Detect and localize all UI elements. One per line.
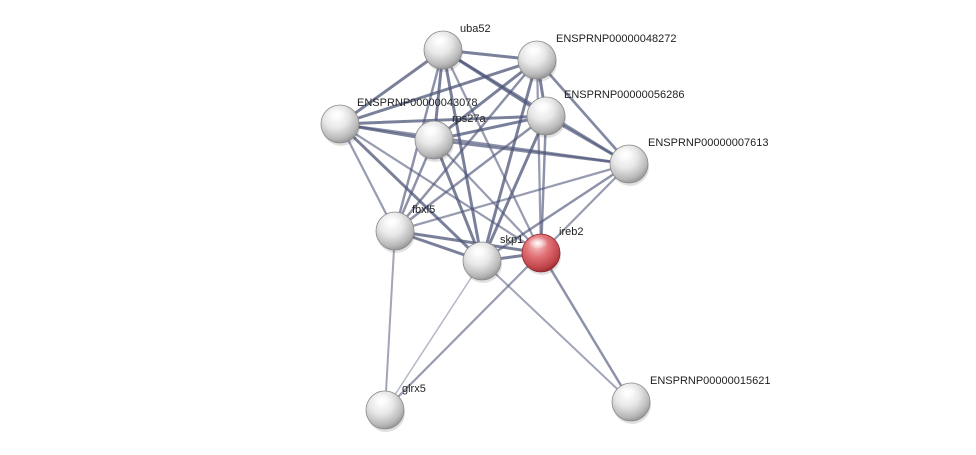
node-label-glrx5: glrx5 [402, 383, 426, 395]
node-ENSPRNP00000048272[interactable]: ENSPRNP00000048272 [517, 33, 676, 82]
node-label-fbxl5: fbxl5 [412, 204, 435, 216]
edge-ENSPRNP00000056286-ireb2[interactable] [539, 114, 548, 255]
edge-fbxl5-ireb2[interactable] [393, 229, 543, 255]
edge-ENSPRNP00000043078-fbxl5[interactable] [338, 122, 397, 233]
sphere-highlight [618, 386, 638, 398]
edge-uba52-skp1[interactable] [441, 48, 484, 263]
edge-ENSPRNP00000043078-ENSPRNP00000056286[interactable] [338, 114, 548, 126]
node-label-rps27a: rps27a [452, 113, 487, 125]
sphere-highlight [382, 215, 402, 227]
edge-ENSPRNP00000048272-ireb2[interactable] [535, 58, 543, 255]
edge-ENSPRNP00000048272-ENSPRNP00000043078[interactable] [338, 58, 539, 126]
sphere-highlight [533, 100, 553, 112]
node-label-skp1: skp1 [500, 234, 523, 246]
sphere-highlight [421, 124, 441, 136]
sphere-highlight [327, 108, 347, 120]
node-skp1[interactable]: skp1 [462, 234, 523, 283]
node-label-ENSPRNP00000056286: ENSPRNP00000056286 [564, 89, 684, 101]
edges-layer [338, 48, 633, 412]
edge-ireb2-ENSPRNP00000015621[interactable] [539, 251, 633, 404]
node-label-ENSPRNP00000015621: ENSPRNP00000015621 [650, 375, 770, 387]
edge-ENSPRNP00000048272-skp1[interactable] [480, 58, 539, 263]
node-ENSPRNP00000056286[interactable]: ENSPRNP00000056286 [526, 89, 684, 138]
edge-skp1-ENSPRNP00000015621[interactable] [481, 260, 632, 403]
node-ENSPRNP00000015621[interactable]: ENSPRNP00000015621 [611, 375, 770, 424]
edge-ENSPRNP00000048272-rps27a[interactable] [432, 58, 539, 142]
node-label-ENSPRNP00000007613: ENSPRNP00000007613 [648, 137, 768, 149]
sphere-highlight [469, 245, 489, 257]
node-label-ENSPRNP00000048272: ENSPRNP00000048272 [556, 33, 676, 45]
sphere-highlight [524, 44, 544, 56]
node-ENSPRNP00000043078[interactable]: ENSPRNP00000043078 [320, 97, 477, 146]
edge-ENSPRNP00000048272-ENSPRNP00000007613[interactable] [535, 58, 631, 166]
node-glrx5[interactable]: glrx5 [365, 383, 426, 432]
nodes-layer: uba52ENSPRNP00000048272ENSPRNP0000004307… [320, 23, 770, 432]
edge-ireb2-glrx5[interactable] [383, 251, 543, 412]
edge-skp1-glrx5[interactable] [384, 260, 483, 411]
node-label-uba52: uba52 [460, 23, 491, 35]
node-label-ENSPRNP00000043078: ENSPRNP00000043078 [357, 97, 477, 109]
edge-uba52-ENSPRNP00000043078[interactable] [338, 48, 445, 126]
sphere-highlight [528, 237, 548, 249]
node-label-ireb2: ireb2 [559, 226, 583, 238]
edge-ENSPRNP00000043078-ireb2[interactable] [338, 122, 543, 255]
node-uba52[interactable]: uba52 [423, 23, 491, 72]
edge-ENSPRNP00000007613-ireb2[interactable] [539, 162, 631, 255]
edge-ENSPRNP00000056286-skp1[interactable] [480, 114, 548, 263]
node-ENSPRNP00000007613[interactable]: ENSPRNP00000007613 [609, 137, 768, 186]
edge-fbxl5-glrx5[interactable] [384, 230, 396, 411]
edge-rps27a-skp1[interactable] [432, 138, 484, 263]
sphere-highlight [372, 394, 392, 406]
node-ireb2[interactable]: ireb2 [521, 226, 583, 275]
edge-ENSPRNP00000007613-skp1[interactable] [480, 162, 631, 263]
edge-ENSPRNP00000048272-fbxl5[interactable] [393, 58, 539, 233]
sphere-highlight [616, 148, 636, 160]
edge-ENSPRNP00000007613-fbxl5[interactable] [393, 162, 631, 233]
sphere-highlight [430, 34, 450, 46]
edge-ENSPRNP00000056286-fbxl5[interactable] [393, 114, 548, 233]
node-fbxl5[interactable]: fbxl5 [375, 204, 435, 253]
node-rps27a[interactable]: rps27a [414, 113, 487, 162]
